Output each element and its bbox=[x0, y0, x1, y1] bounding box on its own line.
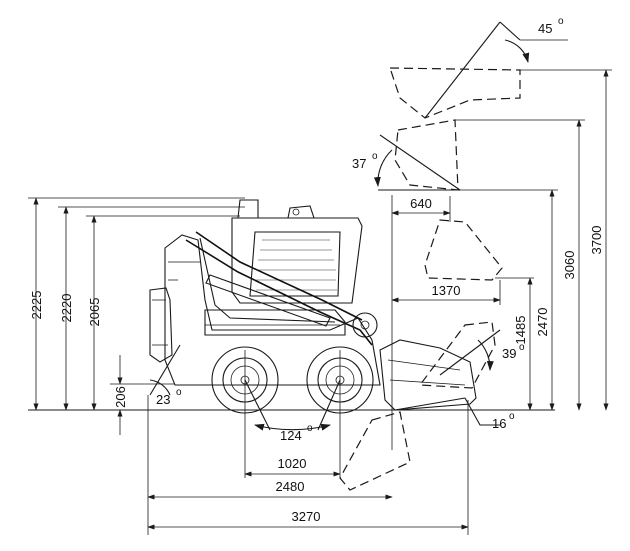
angle-label-37: 37 bbox=[352, 156, 366, 171]
left-height-dimensions bbox=[28, 197, 245, 435]
roof-light bbox=[287, 205, 315, 219]
dim-label-2480: 2480 bbox=[276, 479, 305, 494]
angle-deg-37: o bbox=[372, 151, 378, 162]
lift-cylinder bbox=[205, 274, 331, 327]
cab-window bbox=[249, 231, 341, 297]
dim-label-1370: 1370 bbox=[432, 283, 461, 298]
angle-label-124: 124 bbox=[280, 428, 302, 443]
dim-label-640: 640 bbox=[410, 196, 432, 211]
angle-lines bbox=[149, 21, 568, 431]
exhaust-stack bbox=[237, 199, 259, 219]
angle-label-16: 16 bbox=[492, 416, 506, 431]
dim-label-206: 206 bbox=[113, 386, 128, 408]
angle-deg-23: o bbox=[176, 387, 182, 398]
dim-label-2225: 2225 bbox=[29, 291, 44, 320]
bucket-mid-raise bbox=[424, 219, 503, 281]
dim-label-3270: 3270 bbox=[292, 509, 321, 524]
chassis bbox=[164, 234, 381, 386]
bucket-carry bbox=[418, 321, 496, 389]
angle-deg-45: o bbox=[558, 16, 564, 27]
bucket-ground bbox=[379, 339, 477, 411]
angle-label-45: 45 bbox=[538, 21, 552, 36]
angle-deg-124: o bbox=[307, 423, 313, 434]
horizontal-dimensions bbox=[147, 195, 501, 535]
bucket-below-ground bbox=[339, 411, 411, 491]
angle-label-39: 39 bbox=[502, 346, 516, 361]
skid-steer-loader bbox=[149, 199, 477, 478]
dim-label-1485: 1485 bbox=[513, 316, 528, 345]
angle-label-23: 23 bbox=[156, 392, 170, 407]
angle-deg-39: o bbox=[519, 342, 525, 353]
right-height-dimensions bbox=[455, 69, 612, 411]
dim-label-2065: 2065 bbox=[87, 298, 102, 327]
bucket-full-raise bbox=[389, 67, 521, 119]
dim-label-3700: 3700 bbox=[589, 226, 604, 255]
angle-deg-16: o bbox=[509, 411, 515, 422]
lift-arm bbox=[185, 239, 373, 346]
dim-label-1020: 1020 bbox=[278, 456, 307, 471]
dim-label-2470: 2470 bbox=[535, 308, 550, 337]
rear-counterweight bbox=[149, 287, 173, 363]
bucket-dump-high bbox=[394, 119, 459, 191]
dim-label-2220: 2220 bbox=[59, 294, 74, 323]
dim-label-3060: 3060 bbox=[562, 251, 577, 280]
